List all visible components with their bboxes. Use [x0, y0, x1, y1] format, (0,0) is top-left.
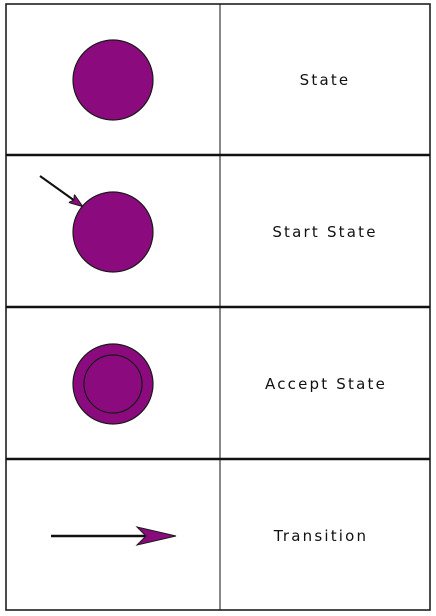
legend-row-start-state: Start State	[39, 175, 377, 273]
table-grid	[5, 3, 431, 611]
legend-row-accept-state: Accept State	[72, 343, 387, 425]
transition-arrow-icon	[51, 526, 177, 546]
start-state-circle-icon	[72, 191, 154, 273]
accept-state-inner-circle-icon	[83, 354, 143, 414]
start-arrow-icon	[39, 175, 82, 206]
transition-label: Transition	[273, 527, 369, 545]
legend-row-state: State	[72, 39, 351, 121]
state-circle-icon	[72, 39, 154, 121]
state-label: State	[300, 71, 351, 89]
legend-row-transition: Transition	[51, 526, 369, 546]
start-state-label: Start State	[272, 223, 377, 241]
accept-state-label: Accept State	[265, 375, 387, 393]
